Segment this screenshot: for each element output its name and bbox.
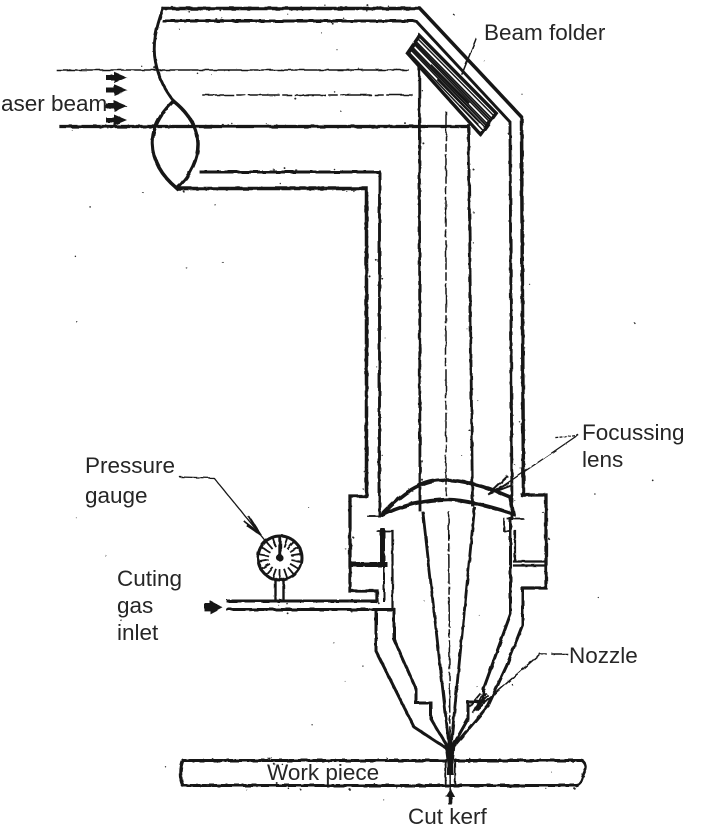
- svg-text:Pressure: Pressure: [85, 453, 175, 478]
- svg-text:inlet: inlet: [117, 620, 159, 645]
- svg-text:Cut kerf: Cut kerf: [408, 804, 488, 825]
- svg-text:Work piece: Work piece: [267, 760, 379, 785]
- svg-text:Cuting: Cuting: [117, 566, 182, 591]
- svg-text:gauge: gauge: [85, 483, 148, 508]
- svg-text:Focussing: Focussing: [582, 420, 685, 445]
- svg-text:aser beam: aser beam: [1, 91, 107, 116]
- svg-text:gas: gas: [117, 593, 153, 618]
- svg-text:lens: lens: [582, 447, 623, 472]
- svg-text:Nozzle: Nozzle: [569, 643, 638, 668]
- svg-text:Beam folder: Beam folder: [484, 20, 606, 45]
